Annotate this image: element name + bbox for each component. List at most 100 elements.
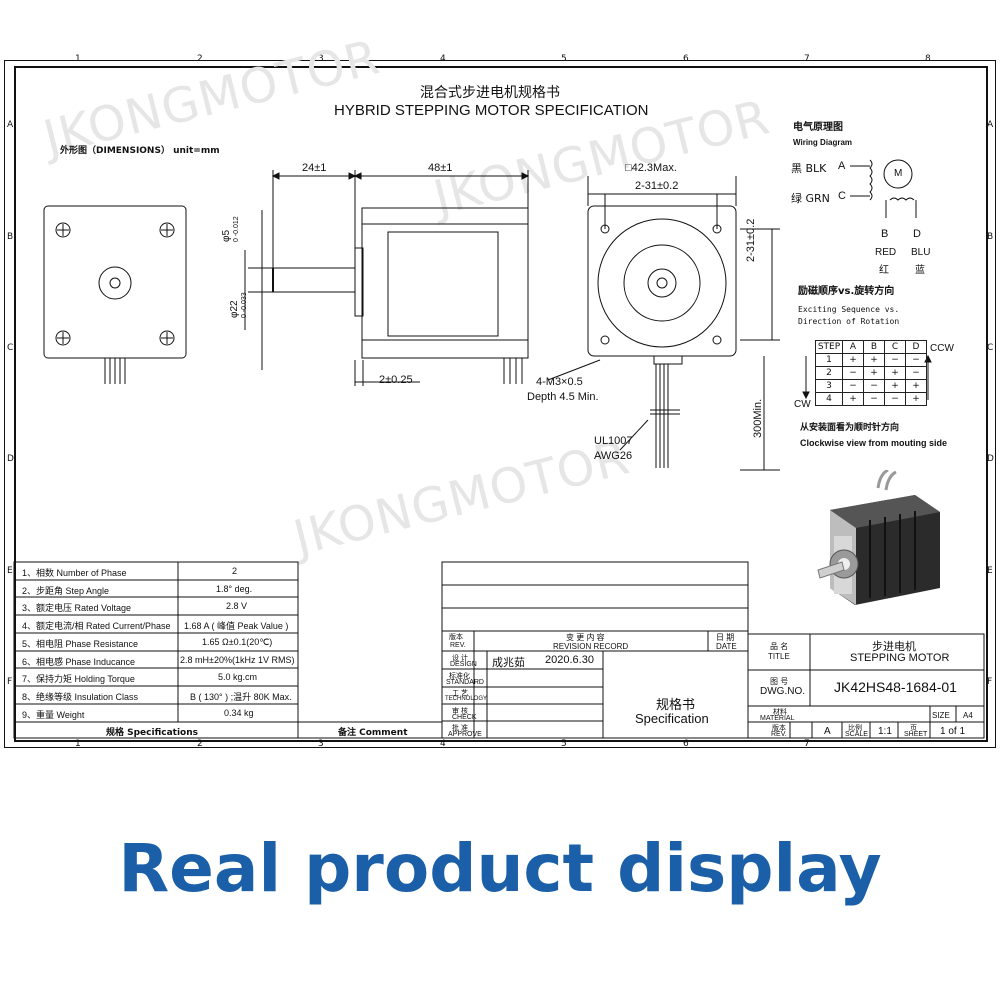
ruler-bottom-7: 7 xyxy=(804,739,810,749)
product-title-cn: 步进电机 xyxy=(872,640,916,653)
ruler-right-A: A xyxy=(987,120,994,130)
dim-boss-22: φ22 xyxy=(229,300,240,318)
dwg-label-cn: 图 号 xyxy=(770,677,789,686)
sequence-cell: + xyxy=(842,392,864,406)
motor-product-image xyxy=(817,470,940,605)
material-label-en: MATERIAL xyxy=(760,715,795,722)
sequence-cell: + xyxy=(842,353,864,367)
ruler-right-E: E xyxy=(987,566,993,576)
sequence-cell: + xyxy=(884,366,906,380)
spec-value-4: 1.68 A ( 峰值 Peak Value ) xyxy=(184,621,289,631)
sequence-cell: 1 xyxy=(815,353,843,367)
sequence-title-en-1: Exciting Sequence vs. xyxy=(798,305,900,314)
title-label-en: TITLE xyxy=(768,652,790,661)
sequence-cell: − xyxy=(842,379,864,393)
spec-doc-en: Specification xyxy=(635,711,709,726)
spec-value-1: 2 xyxy=(232,566,238,576)
sequence-row: 1 + + − − xyxy=(815,353,927,367)
title-label-cn: 品 名 xyxy=(770,642,789,651)
sequence-row: 3 − − + + xyxy=(815,379,927,393)
ruler-left-D: D xyxy=(7,454,14,464)
spec-value-2: 1.8° deg. xyxy=(216,584,253,594)
wiring-d: D xyxy=(913,228,921,240)
rev-block-value: A xyxy=(824,726,831,737)
ruler-left-C: C xyxy=(7,343,14,353)
ruler-left-F: F xyxy=(7,677,13,687)
ruler-right-C: C xyxy=(987,343,994,353)
cable-ul: UL1007 xyxy=(594,435,633,447)
wiring-red-cn: 红 xyxy=(879,265,889,276)
sequence-cw: CW xyxy=(794,399,811,410)
spec-value-6: 2.8 mH±20%(1kHz 1V RMS) xyxy=(180,655,295,665)
mechanical-drawing xyxy=(13,159,985,739)
date-label-cn: 日 期 xyxy=(716,633,735,642)
wiring-blu-cn: 蓝 xyxy=(915,265,925,276)
sequence-row: 2 − + + − xyxy=(815,366,927,380)
promo-caption: Real product display xyxy=(118,830,882,907)
wiring-title-cn: 电气原理图 xyxy=(793,122,843,133)
spec-footer-comment: 备注 Comment xyxy=(338,728,408,738)
spec-value-5: 1.65 Ω±0.1(20℃) xyxy=(202,637,273,647)
revision-record-en: REVISION RECORD xyxy=(553,642,629,651)
ruler-bottom-4: 4 xyxy=(440,739,446,749)
ruler-bottom-6: 6 xyxy=(683,739,689,749)
sequence-cell: 2 xyxy=(815,366,843,380)
spec-footer-specifications: 规格 Specifications xyxy=(106,728,198,738)
ruler-left-E: E xyxy=(7,566,13,576)
sequence-cell: + xyxy=(884,379,906,393)
sheet-value: 1 of 1 xyxy=(940,726,966,737)
approve-label-en: APPROVE xyxy=(448,731,482,738)
sequence-row: 4 + − − + xyxy=(815,392,927,406)
ruler-top-3: 3 xyxy=(318,54,324,64)
sequence-cell: − xyxy=(863,379,885,393)
sequence-cell: − xyxy=(905,366,927,380)
dim-shaft-5-tol: 0 -0.012 xyxy=(233,216,240,242)
spec-value-7: 5.0 kg.cm xyxy=(218,672,258,682)
spec-label-3: 3、额定电压 Rated Voltage xyxy=(22,603,132,613)
spec-label-8: 8、绝缘等级 Insulation Class xyxy=(22,692,139,702)
dim-42: □42.3Max. xyxy=(625,162,677,174)
rev-block-label-en: REV. xyxy=(771,731,787,738)
sequence-ccw: CCW xyxy=(930,343,954,354)
sequence-cell: + xyxy=(863,366,885,380)
wiring-grn: 绿 GRN xyxy=(791,192,830,205)
material-label-cn: 材料 xyxy=(773,709,787,716)
ruler-top-8: 8 xyxy=(925,54,931,64)
rev-label-cn: 版本 xyxy=(449,634,463,641)
ruler-top-6: 6 xyxy=(683,54,689,64)
ruler-right-B: B xyxy=(987,232,994,242)
spec-label-5: 5、相电阻 Phase Resistance xyxy=(22,639,139,649)
ruler-left-B: B xyxy=(7,232,14,242)
wiring-m: M xyxy=(894,168,903,179)
check-label-en: CHECK xyxy=(452,714,477,721)
sequence-cell: + xyxy=(863,353,885,367)
rev-label-en: REV. xyxy=(450,642,466,649)
sequence-cell: − xyxy=(884,353,906,367)
wiring-red: RED xyxy=(875,247,897,258)
wiring-blk: 黑 BLK xyxy=(791,162,827,175)
ruler-bottom-2: 2 xyxy=(197,739,203,749)
dim-2: 2±0.25 xyxy=(379,374,413,386)
scale-label-cn: 比例 xyxy=(848,725,862,732)
revision-record-cn: 变 更 内 容 xyxy=(566,633,605,642)
drawing-outer-frame xyxy=(4,60,996,748)
spec-label-7: 7、保持力矩 Holding Torque xyxy=(22,674,135,684)
product-title-en: STEPPING MOTOR xyxy=(850,652,950,664)
spec-value-8: B ( 130° ) ;温升 80K Max. xyxy=(190,692,292,702)
sequence-cell: 3 xyxy=(815,379,843,393)
dim-screw: 4-M3×0.5 xyxy=(536,376,583,388)
dim-depth: Depth 4.5 Min. xyxy=(527,391,599,403)
dwg-number: JK42HS48-1684-01 xyxy=(834,679,957,695)
sequence-header-a: A xyxy=(842,340,864,354)
ruler-right-D: D xyxy=(987,454,994,464)
sequence-header-b: B xyxy=(863,340,885,354)
scale-label-en: SCALE xyxy=(845,731,868,738)
ruler-top-4: 4 xyxy=(440,54,446,64)
dim-24: 24±1 xyxy=(302,162,327,174)
wiring-title-en: Wiring Diagram xyxy=(793,138,853,147)
dim-31-vertical: 2-31±0.2 xyxy=(745,218,757,262)
spec-label-6: 6、相电感 Phase Inducance xyxy=(22,657,136,667)
ruler-right-F: F xyxy=(987,677,993,687)
ruler-bottom-5: 5 xyxy=(561,739,567,749)
wiring-b: B xyxy=(881,228,889,240)
